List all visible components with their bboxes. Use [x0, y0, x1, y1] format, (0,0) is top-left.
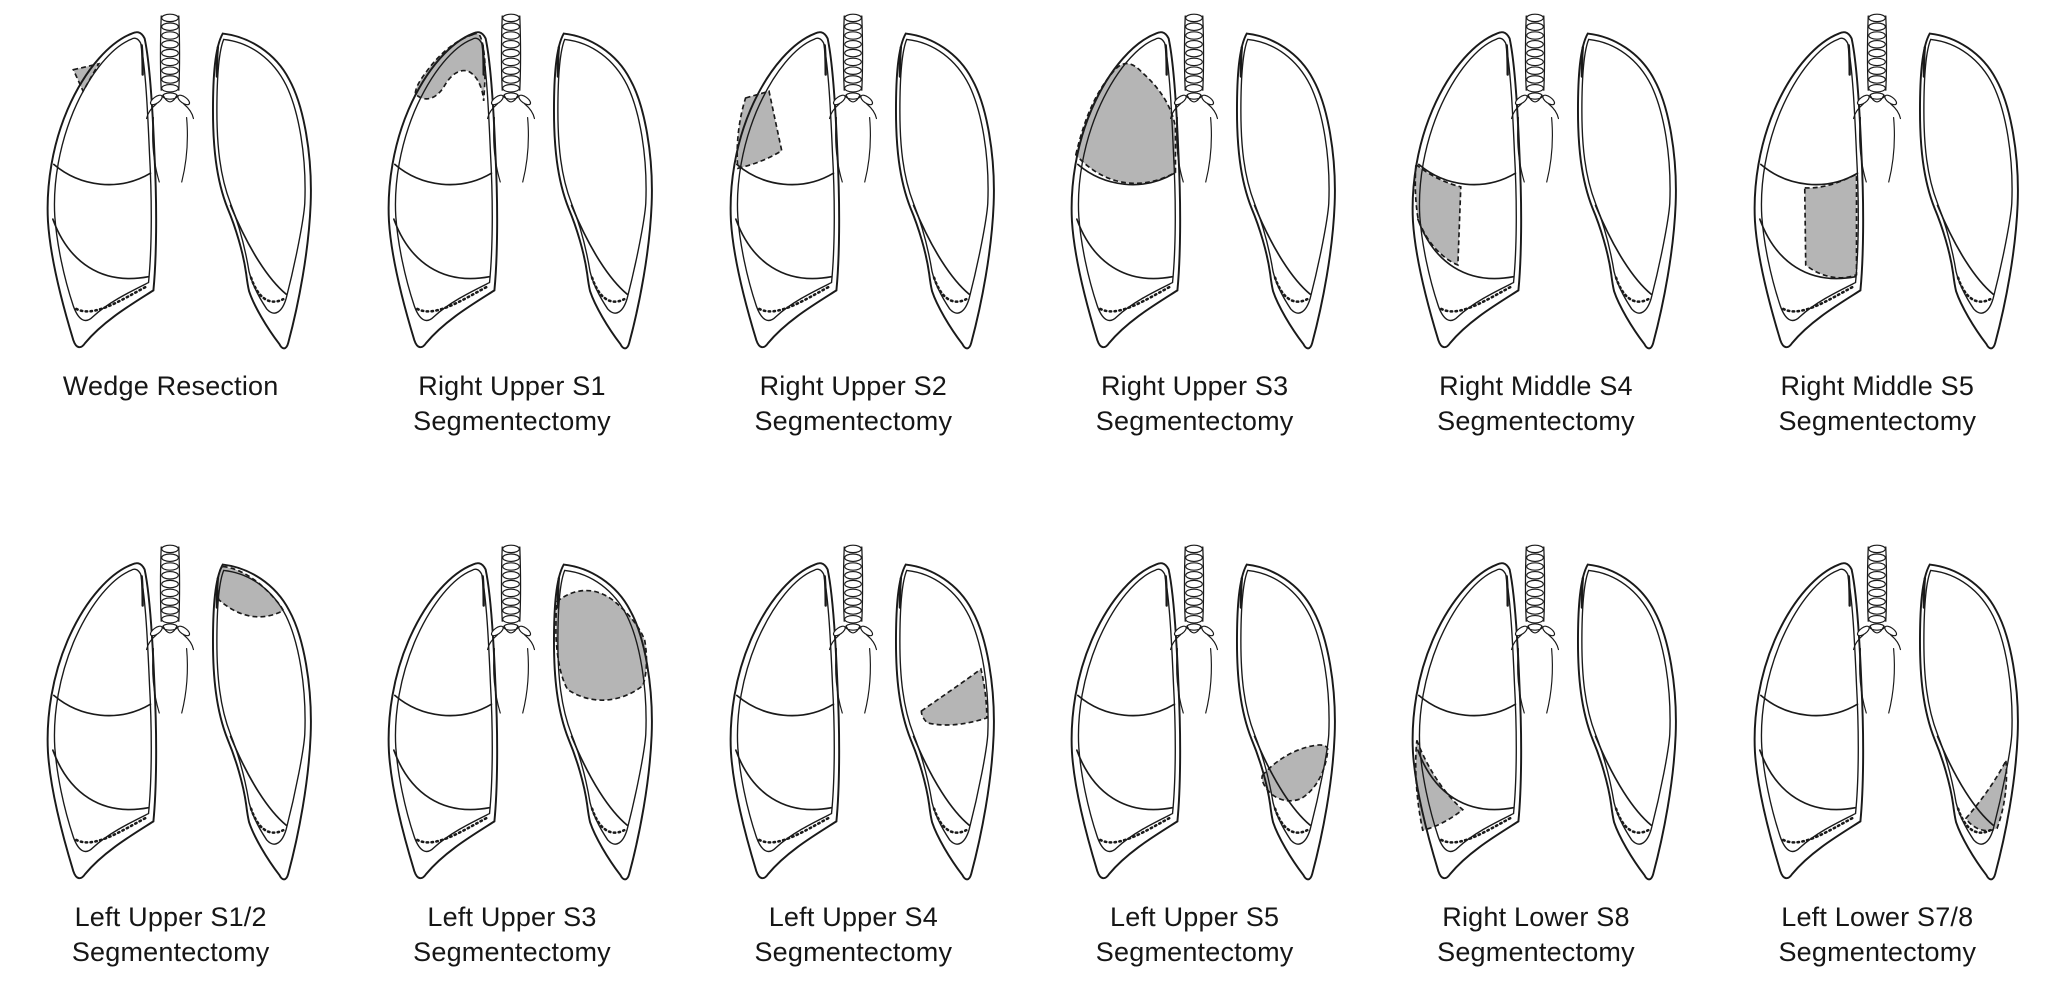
panel-right-lower-s8: Right Lower S8 Segmentectomy: [1365, 497, 1706, 996]
panel-caption: Right Middle S4 Segmentectomy: [1437, 369, 1635, 439]
panel-label-line2: Segmentectomy: [1778, 937, 1977, 968]
panel-label-line2: Segmentectomy: [71, 937, 270, 968]
panel-label-line1: Right Upper S2: [759, 371, 948, 401]
panel-caption: Right Upper S2 Segmentectomy: [754, 369, 952, 439]
lung-illustration: [1411, 543, 1678, 881]
panel-right-upper-s3: Right Upper S3 Segmentectomy: [1024, 0, 1365, 497]
panel-label-line2: Segmentectomy: [413, 406, 611, 437]
lung-illustration: [46, 12, 313, 350]
resected-region: [1803, 172, 1858, 279]
panel-label-line2: Segmentectomy: [1437, 937, 1635, 968]
panel-label-line1: Right Upper S3: [1100, 371, 1289, 401]
lung-illustration: [1411, 12, 1678, 350]
resected-region: [736, 90, 783, 170]
resected-region: [1414, 162, 1463, 267]
resected-region: [414, 32, 487, 101]
panel-label-line1: Right Lower S8: [1442, 902, 1630, 932]
panel-right-upper-s2: Right Upper S2 Segmentectomy: [683, 0, 1024, 497]
panel-caption: Right Upper S1 Segmentectomy: [413, 369, 611, 439]
panel-caption: Left Upper S3 Segmentectomy: [413, 900, 611, 970]
lung-illustration: [1753, 12, 2019, 350]
panel-label-line1: Right Middle S4: [1439, 371, 1633, 401]
panel-right-middle-s5: Right Middle S5 Segmentectomy: [1707, 0, 2048, 497]
panel-label-line1: Left Upper S1/2: [74, 902, 267, 932]
lung-illustration: [46, 543, 313, 881]
panel-label-line2: Segmentectomy: [1095, 937, 1294, 968]
lung-illustration: [1070, 543, 1337, 881]
panel-label-line2: Segmentectomy: [754, 937, 953, 968]
panel-label-line1: Left Lower S7/8: [1781, 902, 1974, 932]
panel-label-line1: Left Upper S4: [768, 902, 938, 932]
panel-caption: Wedge Resection: [63, 369, 279, 404]
lung-illustration: [1753, 543, 2019, 881]
panel-caption: Right Upper S3 Segmentectomy: [1096, 369, 1294, 439]
panel-left-upper-s4: Left Upper S4 Segmentectomy: [683, 497, 1024, 996]
resected-region: [1964, 757, 2008, 832]
panel-label-line1: Left Upper S3: [427, 902, 597, 932]
panel-wedge-resection: Wedge Resection: [0, 0, 341, 497]
panel-caption: Left Upper S4 Segmentectomy: [754, 900, 952, 970]
panel-right-middle-s4: Right Middle S4 Segmentectomy: [1365, 0, 1706, 497]
panel-label-line2: Segmentectomy: [754, 406, 953, 437]
lung-illustration: [729, 12, 995, 350]
resected-region: [555, 589, 648, 701]
panel-left-upper-s5: Left Upper S5 Segmentectomy: [1024, 497, 1365, 996]
lung-illustration: [387, 543, 654, 881]
panel-label-line2: Segmentectomy: [413, 937, 611, 968]
panel-caption: Left Upper S5 Segmentectomy: [1096, 900, 1294, 970]
resected-region: [216, 565, 285, 618]
lung-illustration: [729, 543, 995, 881]
lung-illustration: [1070, 12, 1337, 350]
panel-label-line1: Right Middle S5: [1780, 371, 1975, 401]
resected-region: [920, 667, 988, 726]
panel-left-upper-s3: Left Upper S3 Segmentectomy: [341, 497, 682, 996]
panel-label-line1: Left Upper S5: [1110, 902, 1280, 932]
panel-label-line1: Right Upper S1: [418, 371, 606, 401]
panel-caption: Right Lower S8 Segmentectomy: [1437, 900, 1635, 970]
panel-label-line2: Segmentectomy: [1437, 406, 1635, 437]
panel-right-upper-s1: Right Upper S1 Segmentectomy: [341, 0, 682, 497]
panel-caption: Right Middle S5 Segmentectomy: [1778, 369, 1976, 439]
lung-illustration: [387, 12, 654, 350]
panel-label-line1: Wedge Resection: [62, 371, 279, 401]
panel-label-line2: Segmentectomy: [1778, 406, 1977, 437]
panel-label-line2: Segmentectomy: [1095, 406, 1294, 437]
